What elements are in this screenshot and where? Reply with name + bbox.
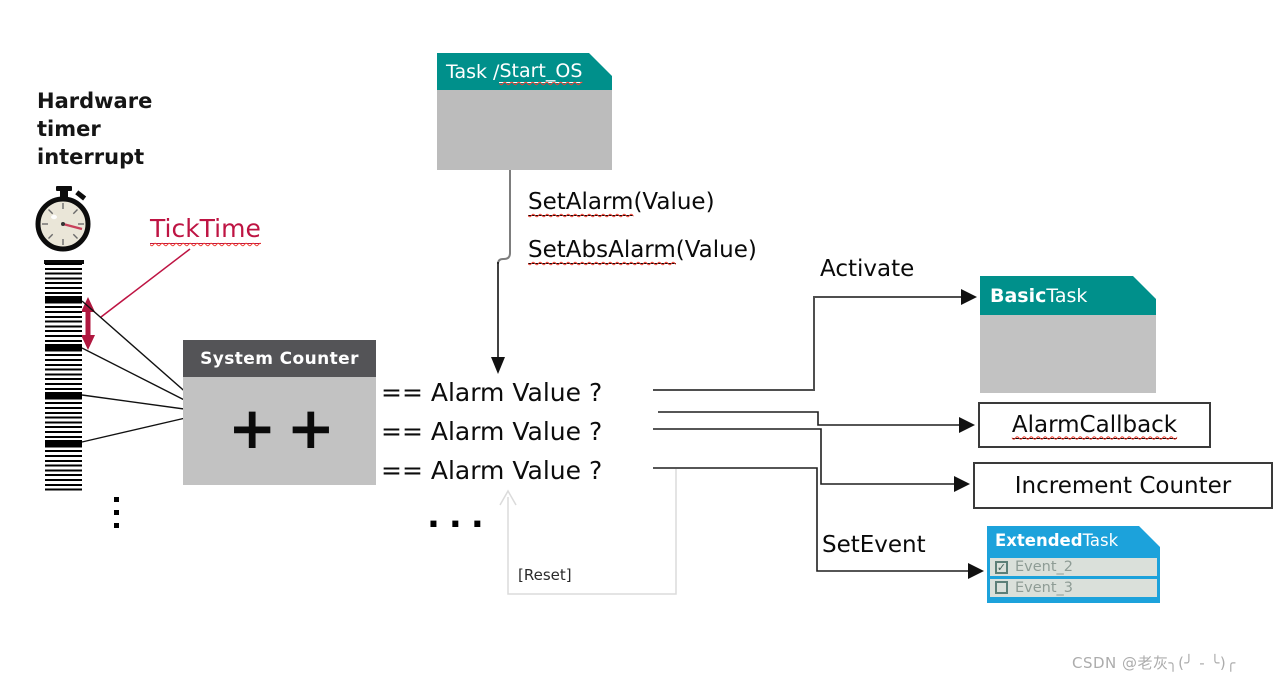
checkbox-unchecked-icon xyxy=(995,581,1008,594)
increment-counter-box: Increment Counter xyxy=(973,462,1273,509)
extendedtask-box: ExtendedTask ✓ Event_2 Event_3 xyxy=(987,526,1160,603)
alarm-compare-row: == Alarm Value ? xyxy=(381,456,603,485)
reset-label: [Reset] xyxy=(518,566,572,584)
setabsalarm-call: SetAbsAlarm(Value) xyxy=(528,237,757,264)
system-counter-box: ++ xyxy=(183,377,376,485)
vertical-ellipsis xyxy=(114,497,119,528)
increment-symbol: ++ xyxy=(227,394,346,462)
ticktime-label: TickTime xyxy=(150,214,261,244)
setalarm-call: SetAlarm(Value) xyxy=(528,189,715,216)
alarm-compare-row: == Alarm Value ? xyxy=(381,378,603,407)
setevent-label: SetEvent xyxy=(822,532,926,558)
task-startos-title: Task /Start_OS xyxy=(437,53,612,90)
tick-band xyxy=(45,392,82,399)
checkbox-checked-icon: ✓ xyxy=(996,560,1007,574)
event-row: ✓ Event_2 xyxy=(990,558,1157,576)
system-counter-title: System Counter xyxy=(183,340,376,377)
csdn-watermark: CSDN @老灰╮(╯ - ╰)╭ xyxy=(1072,654,1236,672)
activate-label: Activate xyxy=(820,256,915,282)
more-alarms-ellipsis: ... xyxy=(427,496,493,536)
alarm-compare-row: == Alarm Value ? xyxy=(381,417,603,446)
alarmcallback-box: AlarmCallback xyxy=(978,402,1211,448)
timer-tick-strip xyxy=(45,263,82,493)
tick-band xyxy=(45,296,82,303)
basictask-box xyxy=(980,315,1156,393)
stopwatch-icon xyxy=(35,186,91,264)
event-label: Event_2 xyxy=(1015,559,1074,575)
extendedtask-title: ExtendedTask xyxy=(995,531,1119,550)
event-row: Event_3 xyxy=(990,579,1157,597)
event-label: Event_3 xyxy=(1015,579,1074,596)
tick-band xyxy=(45,344,82,351)
task-startos-box xyxy=(437,90,612,170)
ticktime-span-arrow xyxy=(81,297,95,350)
hardware-timer-label: Hardware timer interrupt xyxy=(37,89,153,169)
tick-band xyxy=(45,440,82,447)
